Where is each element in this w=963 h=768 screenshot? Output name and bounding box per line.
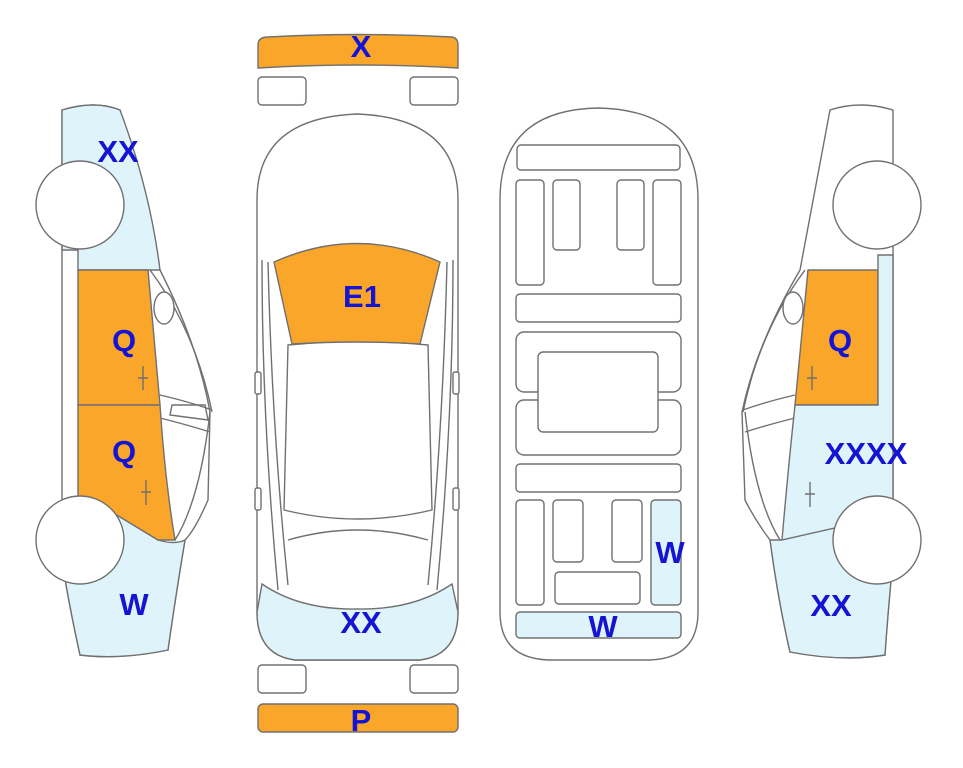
rear-left-light (257, 664, 307, 694)
right-front-door-label: Q (828, 323, 852, 358)
rear-roof-part[interactable]: XX (256, 582, 459, 661)
left-front-door-part[interactable]: Q (77, 269, 161, 406)
right-handles (782, 291, 817, 507)
right-rear-wheel (832, 495, 922, 585)
left-rear-door-shape[interactable] (77, 404, 176, 541)
front-right-light (409, 76, 459, 106)
windshield-shape[interactable] (273, 242, 441, 345)
left-side-detail (149, 269, 213, 541)
left-front-door-label: Q (112, 323, 136, 358)
left-quarter-label: W (119, 587, 149, 622)
right-rear-area-part[interactable]: XXXX (781, 254, 908, 541)
right-rear-area-label: XXXX (825, 436, 908, 471)
underbody-right-rail-part[interactable]: W (650, 499, 685, 606)
underbody-rear-part[interactable]: W (515, 609, 682, 644)
right-quarter-label: XX (810, 588, 852, 623)
windshield-label: E1 (343, 279, 381, 314)
underbody-right-rail-shape[interactable] (650, 499, 682, 606)
underbody-right-rail-label: W (655, 535, 685, 570)
left-front-wheel (35, 160, 125, 250)
left-handles (138, 291, 175, 505)
left-rear-wheel (35, 495, 125, 585)
underbody-rear-label: W (588, 609, 618, 644)
rear-bumper-part[interactable]: P (257, 703, 459, 738)
right-front-door-part[interactable]: Q (794, 269, 879, 406)
front-bumper-part[interactable]: X (257, 29, 459, 69)
underbody-view (499, 107, 699, 661)
windshield-part[interactable]: E1 (273, 242, 441, 345)
right-front-wheel (832, 160, 922, 250)
underbody-rear-shape[interactable] (515, 611, 682, 639)
left-rear-door-part[interactable]: Q (77, 404, 176, 541)
front-bumper-label: X (351, 29, 372, 64)
front-left-light (257, 76, 307, 106)
rear-roof-shape[interactable] (256, 582, 459, 661)
top-view-body (254, 113, 460, 661)
rear-bumper-shape[interactable] (257, 703, 459, 733)
rear-right-light (409, 664, 459, 694)
left-rear-door-label: Q (112, 434, 136, 469)
right-side-detail (742, 269, 806, 541)
rear-bumper-label: P (351, 703, 372, 738)
front-bumper-shape[interactable] (257, 33, 459, 69)
left-fender-label: XX (97, 134, 139, 169)
rear-roof-label: XX (340, 605, 382, 640)
